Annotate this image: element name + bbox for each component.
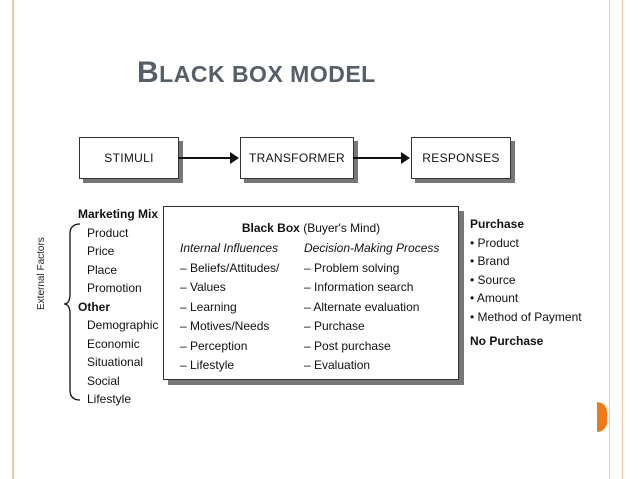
internal-item: – Lifestyle [180, 358, 235, 372]
purchase-item-brand: • Brand [470, 254, 510, 268]
title-first-letter: B [137, 56, 160, 89]
decision-item: – Post purchase [304, 338, 391, 353]
transformer-label: TRANSFORMER [249, 151, 345, 165]
slide-right-border [609, 0, 610, 479]
no-purchase-label: No Purchase [470, 334, 544, 348]
decision-item: – Problem solving [304, 260, 400, 275]
mm-item-product: Product [87, 225, 129, 240]
purchase-heading: Purchase [470, 217, 525, 231]
black-box-title-rest: (Buyer's Mind) [299, 221, 381, 235]
slide-orange-tab [597, 402, 607, 432]
other-item-lifestyle: Lifestyle [87, 392, 132, 406]
purchase-item-amount: • Amount [470, 291, 519, 305]
purchase-item-source: • Source [470, 272, 516, 287]
other-item-economic: Economic [87, 336, 140, 351]
internal-item: – Values [180, 280, 226, 294]
slide-right-border-outer [622, 0, 623, 479]
decision-process-column: Decision-Making Process – Problem solvin… [304, 239, 439, 376]
external-factors-list: Marketing Mix Product Price Place Promot… [78, 205, 158, 409]
title-rest: LACK BOX MODEL [159, 61, 376, 87]
marketing-mix-heading: Marketing Mix [78, 207, 159, 221]
slide-title: BLACK BOX MODEL [137, 56, 376, 90]
mm-item-price: Price [87, 244, 115, 258]
black-box-panel: Black Box (Buyer's Mind) Internal Influe… [163, 206, 459, 380]
slide-left-border [12, 0, 14, 479]
arrow-head-2 [401, 152, 410, 164]
transformer-box: TRANSFORMER [240, 137, 354, 179]
mm-item-promotion: Promotion [87, 281, 142, 295]
internal-item: – Motives/Needs [180, 319, 270, 333]
stimuli-box: STIMULI [79, 137, 179, 179]
arrow-head-1 [230, 152, 239, 164]
decision-process-heading: Decision-Making Process [304, 241, 440, 255]
purchase-item-product: • Product [470, 235, 519, 250]
other-item-situational: Situational [87, 355, 144, 369]
internal-item: – Learning [180, 299, 237, 314]
other-item-social: Social [87, 373, 120, 388]
arrow-stimuli-transformer [178, 157, 232, 159]
external-factors-label: External Factors [36, 237, 47, 310]
black-box-title: Black Box (Buyer's Mind) [164, 221, 458, 235]
internal-influences-column: Internal Influences – Beliefs/Attitudes/… [180, 239, 279, 376]
decision-item: – Information search [304, 280, 414, 294]
purchase-item-method: • Method of Payment [470, 309, 582, 324]
other-heading: Other [78, 299, 111, 314]
arrow-transformer-responses [353, 157, 403, 159]
external-factors-brace [63, 223, 81, 401]
internal-influences-heading: Internal Influences [180, 241, 279, 255]
responses-label: RESPONSES [422, 151, 500, 165]
internal-item: – Beliefs/Attitudes/ [180, 260, 280, 275]
other-item-demographic: Demographic [87, 318, 159, 332]
decision-item: – Evaluation [304, 358, 371, 372]
decision-item: – Purchase [304, 319, 365, 333]
mm-item-place: Place [87, 262, 118, 277]
responses-box: RESPONSES [411, 137, 511, 179]
decision-item: – Alternate evaluation [304, 299, 420, 314]
stimuli-label: STIMULI [104, 151, 154, 165]
responses-list: Purchase • Product • Brand • Source • Am… [470, 215, 582, 351]
internal-item: – Perception [180, 338, 248, 353]
black-box-title-bold: Black Box [241, 221, 300, 235]
